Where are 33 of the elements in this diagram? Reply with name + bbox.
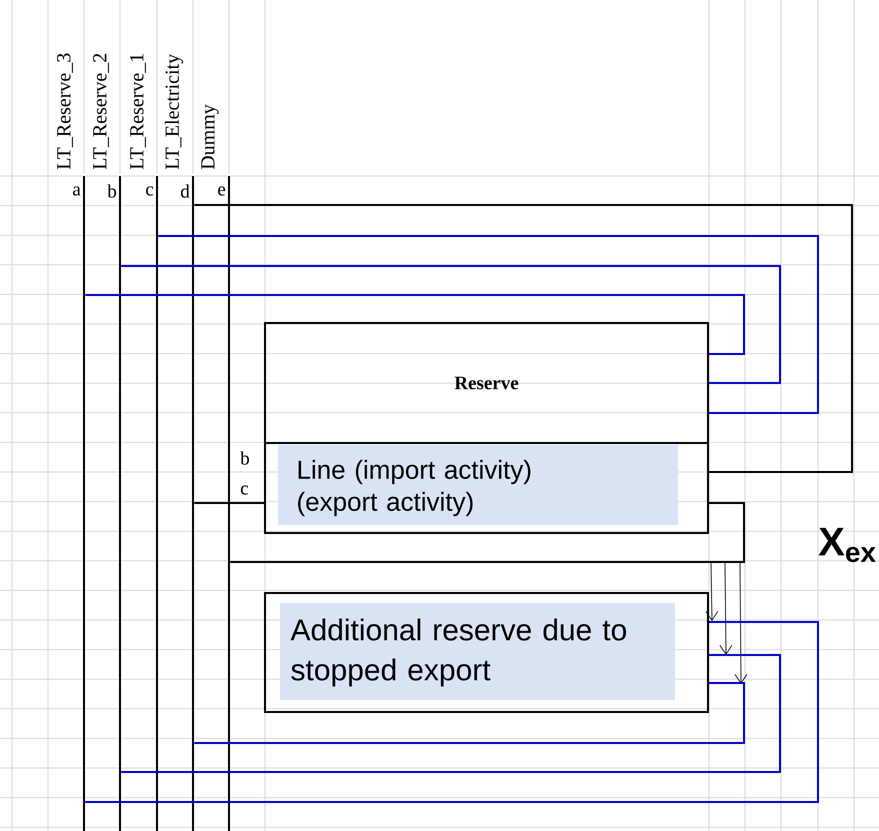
connector xyxy=(734,562,748,684)
node-label: d xyxy=(180,184,190,198)
commodity-column: LT_Reserve_2 b xyxy=(93,54,121,831)
commodity-column: LT_Electricity d xyxy=(164,54,194,831)
process-box: Line (import activity) (export activity) xyxy=(264,442,709,534)
row-letter: b xyxy=(240,451,249,465)
process-box: Additional reserve due to stopped export xyxy=(264,592,709,713)
connector xyxy=(194,502,264,504)
variable-label: X$_{ex}$ xyxy=(818,528,876,562)
node-label: LT_Reserve_2 xyxy=(93,54,109,170)
connector xyxy=(705,562,718,622)
node-label: LT_Reserve_3 xyxy=(57,54,73,170)
connector xyxy=(85,294,745,355)
connector xyxy=(194,204,853,473)
connector xyxy=(158,235,819,414)
connector xyxy=(121,654,781,773)
commodity-column: LT_Reserve_3 a xyxy=(57,54,85,831)
commodity-column: Dummy e xyxy=(201,104,230,831)
connector xyxy=(720,562,732,656)
process-box: Reserve xyxy=(264,322,709,444)
node-label: Dummy xyxy=(201,104,219,170)
connector xyxy=(85,621,819,803)
row-letter: c xyxy=(240,485,248,495)
commodity-column: LT_Reserve_1 c xyxy=(130,54,158,831)
node-label: LT_Reserve_1 xyxy=(130,54,146,170)
node-label: LT_Electricity xyxy=(164,54,184,170)
node-label: e xyxy=(218,186,226,196)
node-label: c xyxy=(146,186,154,196)
node-label: b xyxy=(107,184,116,198)
connector xyxy=(194,682,745,744)
connector xyxy=(230,502,745,563)
node-label: a xyxy=(73,186,81,196)
connector xyxy=(121,265,781,384)
